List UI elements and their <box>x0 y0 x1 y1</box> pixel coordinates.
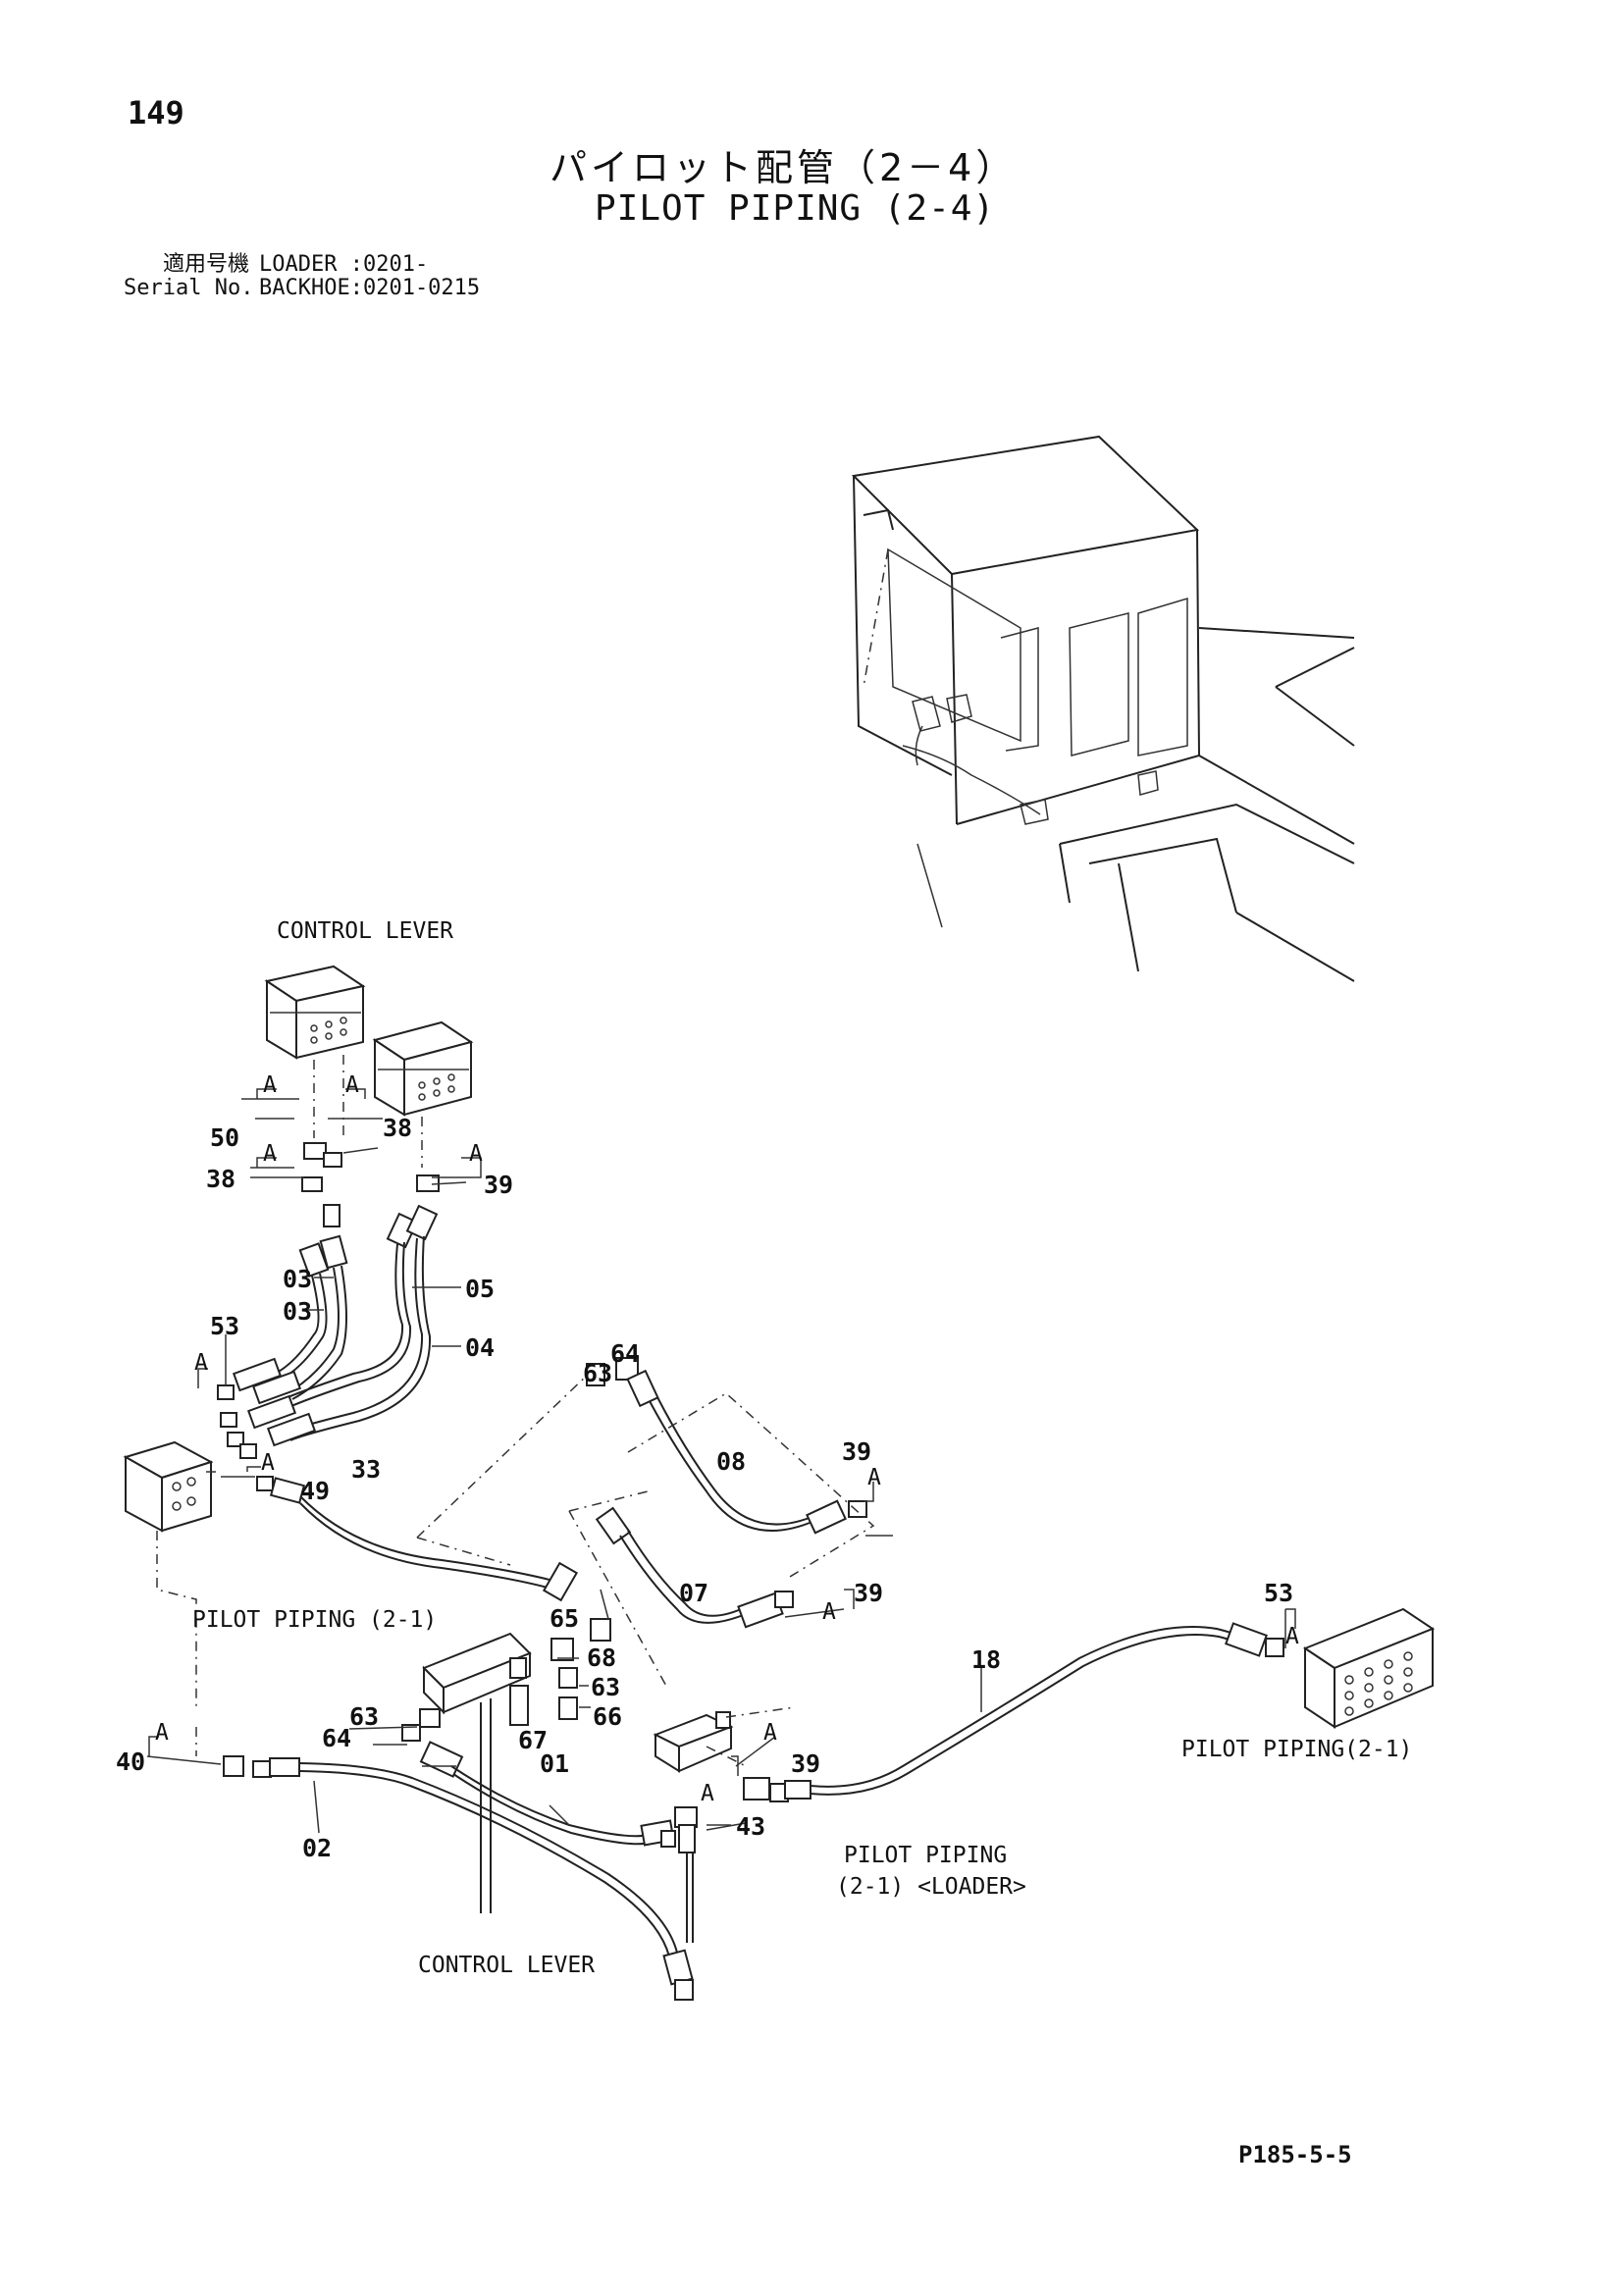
part-63-c: 63 <box>349 1702 379 1731</box>
part-03-a: 03 <box>283 1265 312 1293</box>
part-50: 50 <box>210 1123 239 1152</box>
part-40: 40 <box>116 1748 145 1776</box>
fittings-63-64-upper <box>586 1357 639 1386</box>
part-03-b: 03 <box>283 1297 312 1326</box>
part-39-a: 39 <box>484 1171 513 1199</box>
part-64-a: 64 <box>610 1339 640 1368</box>
fittings-63-64-lower <box>401 1708 464 1778</box>
ref-mark-5: A <box>194 1350 208 1376</box>
loader-valve-block <box>653 1706 812 1802</box>
control-lever-right-box <box>372 1020 474 1168</box>
reference-mark-brackets <box>148 1088 1296 1776</box>
part-07: 07 <box>679 1579 708 1607</box>
tee-fitting-43 <box>660 1806 698 1943</box>
line-33 <box>256 1373 590 1602</box>
part-33: 33 <box>351 1455 381 1484</box>
reference-marks: A A A A A A A A A A A A <box>155 1072 1299 1806</box>
part-04: 04 <box>465 1333 495 1362</box>
part-53-b: 53 <box>1264 1579 1293 1607</box>
ref-mark-2: A <box>345 1072 359 1098</box>
title-english: PILOT PIPING (2-4) <box>595 188 996 229</box>
label-pilot-piping-loader-2: (2-1) <LOADER> <box>836 1874 1026 1900</box>
part-number-labels: 50 38 38 39 03 03 05 04 53 49 33 63 64 0… <box>116 1114 1293 1862</box>
ref-mark-9: A <box>822 1599 836 1625</box>
ref-mark-4: A <box>469 1141 483 1167</box>
part-67: 67 <box>518 1726 548 1754</box>
ref-mark-11: A <box>701 1781 714 1806</box>
part-02: 02 <box>302 1834 332 1862</box>
label-pilot-piping-right: PILOT PIPING(2-1) <box>1181 1737 1412 1762</box>
part-38-a: 38 <box>383 1114 412 1142</box>
serial-info: 適用号機 LOADER :0201- Serial No.BACKHOE:0201… <box>124 253 480 300</box>
part-05: 05 <box>465 1275 495 1303</box>
part-38-b: 38 <box>206 1165 236 1193</box>
descriptive-labels: CONTROL LEVER PILOT PIPING (2-1) PILOT P… <box>192 918 1412 1978</box>
label-control-lever-top: CONTROL LEVER <box>277 918 453 944</box>
part-53-a: 53 <box>210 1312 239 1340</box>
serial-backhoe: BACKHOE:0201-0215 <box>259 276 481 300</box>
part-63-a: 63 <box>583 1359 612 1387</box>
label-pilot-piping-left: PILOT PIPING (2-1) <box>192 1607 437 1633</box>
lines-01-02 <box>195 1727 694 2001</box>
line-08 <box>626 1369 875 1581</box>
cab-illustration <box>851 435 1355 982</box>
ref-mark-6: A <box>261 1450 275 1476</box>
pilot-valve-block-left <box>123 1440 216 1707</box>
part-39-c: 39 <box>854 1579 883 1607</box>
part-64-b: 64 <box>322 1724 351 1752</box>
part-01: 01 <box>540 1749 569 1778</box>
ref-mark-1: A <box>263 1072 277 1098</box>
part-68: 68 <box>587 1644 616 1672</box>
lever-fittings <box>298 1142 440 1278</box>
ref-mark-12: A <box>1285 1624 1299 1649</box>
part-08: 08 <box>716 1447 746 1476</box>
serial-label-en: Serial No. <box>124 276 254 300</box>
part-39-b: 39 <box>842 1437 871 1466</box>
part-63-b: 63 <box>591 1673 620 1701</box>
part-65: 65 <box>550 1604 579 1633</box>
part-18: 18 <box>971 1645 1001 1674</box>
part-39-d: 39 <box>791 1749 820 1778</box>
page-number: 149 <box>128 94 184 131</box>
line-07 <box>568 1490 794 1689</box>
part-66: 66 <box>593 1702 622 1731</box>
label-control-lever-bottom: CONTROL LEVER <box>418 1953 595 1978</box>
part-43: 43 <box>736 1812 765 1841</box>
footer-code: P185-5-5 <box>1238 2141 1352 2168</box>
serial-label-jp: 適用号機 <box>162 252 249 277</box>
serial-loader: LOADER :0201- <box>259 252 429 277</box>
fittings-65-68-63-66 <box>550 1618 611 1720</box>
control-lever-left-box <box>264 965 366 1138</box>
ref-mark-7: A <box>155 1720 169 1746</box>
shuttle-valve-block <box>422 1632 532 1913</box>
part-49: 49 <box>300 1477 330 1505</box>
line-18 <box>810 1622 1284 1796</box>
label-pilot-piping-loader-1: PILOT PIPING <box>844 1843 1007 1868</box>
ref-mark-10: A <box>763 1720 777 1746</box>
hose-end-fittings <box>217 1357 317 1459</box>
ref-mark-8: A <box>867 1465 881 1490</box>
title-japanese: パイロット配管（2－4） <box>550 146 1018 189</box>
pilot-valve-block-right <box>1302 1607 1436 1729</box>
ref-mark-3: A <box>263 1141 277 1167</box>
